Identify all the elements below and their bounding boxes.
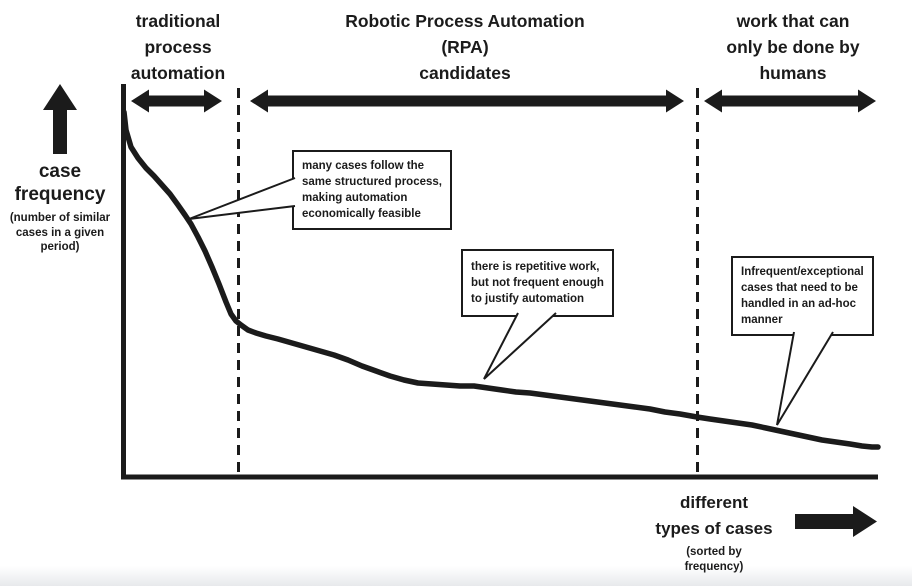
double-arrow-humans-icon	[704, 89, 876, 113]
callout-pointer-repetitive-work	[483, 312, 557, 380]
callout-pointer-structured-process	[188, 177, 296, 220]
bottom-fade-strip	[0, 566, 912, 586]
callout-structured-process: many cases follow the same structured pr…	[292, 150, 452, 230]
region-label-rpa: Robotic Process Automation (RPA) candida…	[345, 11, 585, 83]
double-arrow-rpa-icon	[250, 89, 684, 113]
x-axis-title: different types of cases	[655, 493, 773, 538]
region-label-humans: work that can only be done by humans	[726, 11, 860, 83]
y-axis-subtitle: (number of similar cases in a given peri…	[9, 212, 111, 253]
x-axis-subtitle: (sorted by frequency)	[684, 546, 744, 573]
x-axis-label: different types of cases (sorted by freq…	[614, 490, 814, 575]
y-axis-title: case frequency	[14, 161, 106, 205]
callout-infrequent-cases: Infrequent/exceptional cases that need t…	[731, 256, 874, 336]
callout-pointer-infrequent-cases	[776, 331, 834, 426]
double-arrow-traditional-icon	[131, 89, 222, 113]
up-arrow-icon	[43, 84, 77, 154]
callout-repetitive-work: there is repetitive work, but not freque…	[461, 249, 614, 317]
region-label-traditional: traditional process automation	[130, 11, 226, 83]
y-axis-label: case frequency (number of similar cases …	[0, 160, 120, 255]
